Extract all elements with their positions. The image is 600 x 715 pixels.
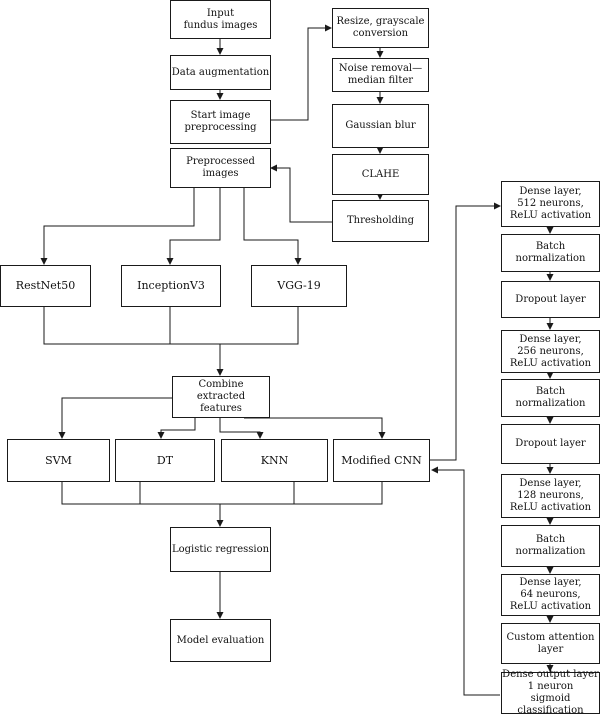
dropout-layer-2-box: Dropout layer <box>501 424 600 464</box>
arrow-output-mcnn <box>431 466 500 696</box>
line-backbones-merge <box>43 307 299 345</box>
arrow-preprocessed-vgg <box>243 188 302 265</box>
arrow-combine-mcnn <box>244 417 386 439</box>
inceptionv3-box: InceptionV3 <box>121 265 221 307</box>
thresholding-box: Thresholding <box>332 200 429 242</box>
clahe-box: CLAHE <box>332 154 429 195</box>
noise-removal-box: Noise removal— median filter <box>332 58 429 92</box>
arrow-combine-knn <box>219 418 264 439</box>
arrow-preprocessed-resnet <box>40 188 195 265</box>
vgg19-box: VGG-19 <box>251 265 347 307</box>
resnet50-box: RestNet50 <box>0 265 91 307</box>
svm-box: SVM <box>7 439 110 482</box>
dropout-layer-1-box: Dropout layer <box>501 281 600 318</box>
dense-256-box: Dense layer, 256 neurons, ReLU activatio… <box>501 330 600 373</box>
dt-box: DT <box>115 439 215 482</box>
resize-grayscale-box: Resize, grayscale conversion <box>332 8 429 48</box>
start-image-preprocessing-box: Start image preprocessing <box>170 100 271 144</box>
gaussian-blur-box: Gaussian blur <box>332 104 429 148</box>
custom-attention-box: Custom attention layer <box>501 623 600 664</box>
combine-features-box: Combine extracted features <box>172 376 270 418</box>
arrow-start-resize <box>270 24 332 121</box>
arrow-mcnn-dense512 <box>430 202 501 461</box>
line-classifiers-merge <box>61 482 383 505</box>
dense-128-box: Dense layer, 128 neurons, ReLU activatio… <box>501 474 600 518</box>
batch-normalization-2-box: Batch normalization <box>501 379 600 417</box>
dense-64-box: Dense layer, 64 neurons, ReLU activation <box>501 574 600 616</box>
arrow-threshold-preprocessed <box>270 164 333 223</box>
data-augmentation-box: Data augmentation <box>170 55 271 90</box>
arrow-preprocessed-inception <box>166 188 221 265</box>
logistic-regression-box: Logistic regression <box>170 527 271 572</box>
knn-box: KNN <box>221 439 328 482</box>
arrow-combine-svm <box>58 397 172 439</box>
dense-output-box: Dense output layer 1 neuron sigmoid clas… <box>501 669 600 715</box>
batch-normalization-1-box: Batch normalization <box>501 234 600 272</box>
modified-cnn-box: Modified CNN <box>333 439 430 482</box>
dense-512-box: Dense layer, 512 neurons, ReLU activatio… <box>501 181 600 227</box>
preprocessed-images-box: Preprocessed images <box>170 148 271 188</box>
batch-normalization-3-box: Batch normalization <box>501 525 600 567</box>
model-evaluation-box: Model evaluation <box>170 619 271 662</box>
input-fundus-images-box: Input fundus images <box>170 0 271 39</box>
arrow-combine-dt <box>157 418 196 439</box>
